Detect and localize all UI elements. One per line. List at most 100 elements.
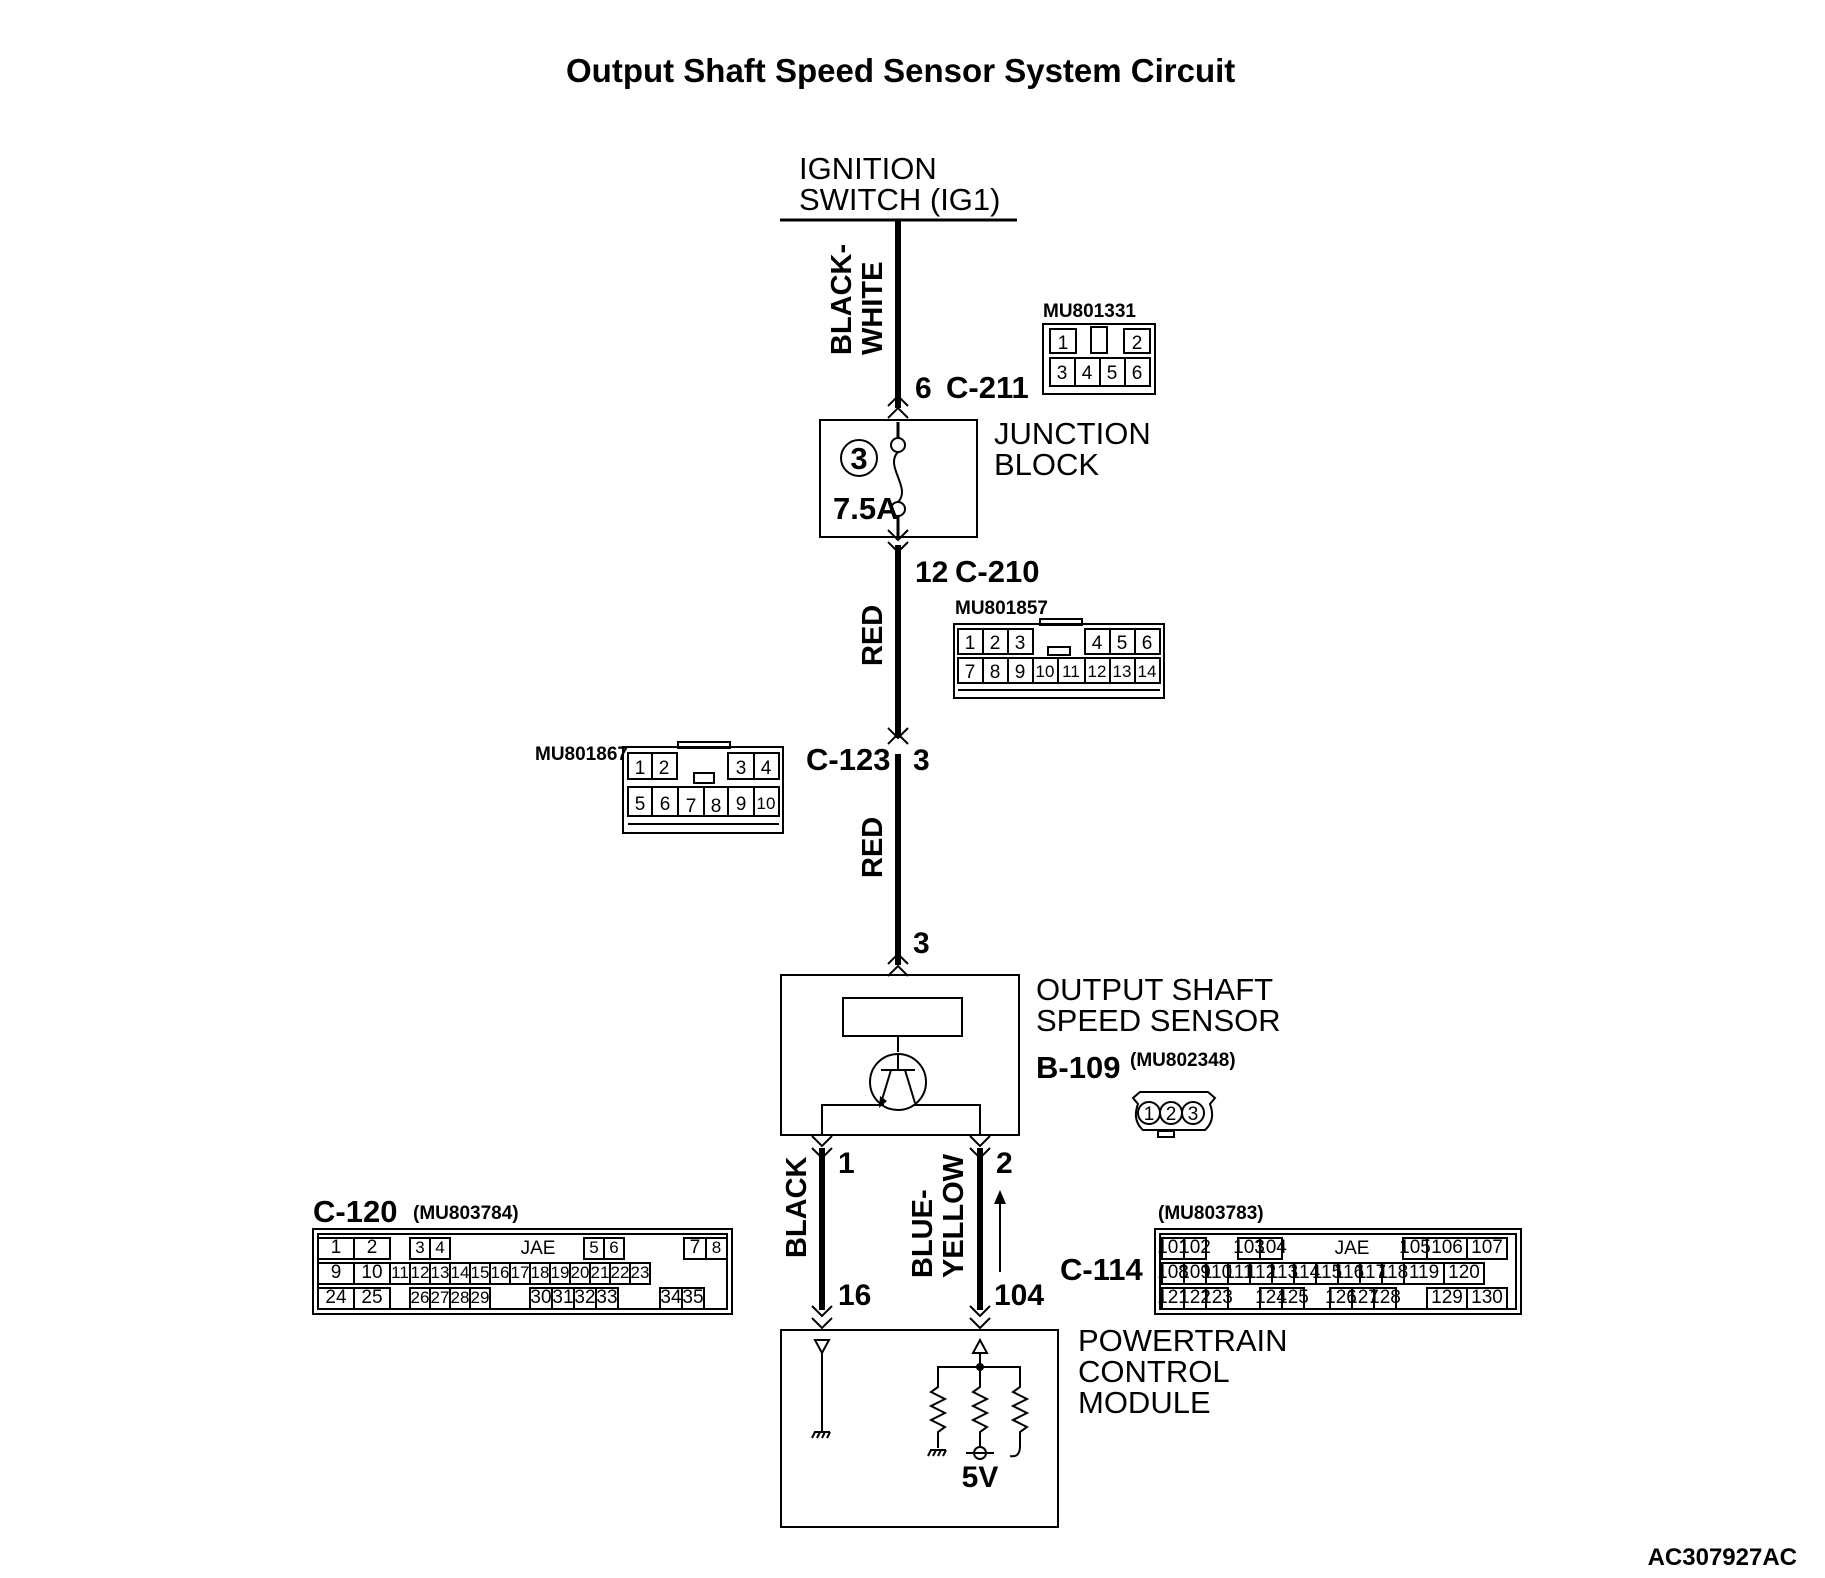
- pin-pcm-signal: 104: [994, 1279, 1044, 1312]
- c120-pin-label: 15: [471, 1263, 490, 1282]
- c120-pin-label: 35: [682, 1287, 703, 1308]
- c210-pin-5: 5: [1117, 633, 1128, 654]
- c210-pin-4: 4: [1092, 633, 1103, 654]
- b109-pin-1: 1: [1144, 1104, 1155, 1125]
- c114-pin-label: 103: [1233, 1237, 1265, 1258]
- pin-c123: 3: [913, 744, 930, 777]
- c123-pin-8: 8: [711, 796, 722, 817]
- c210-pin-1: 1: [965, 633, 976, 654]
- ignition-label-line2: SWITCH (IG1): [799, 182, 1001, 217]
- wire-label-red-upper: RED: [857, 605, 889, 666]
- c120-pin-label: 9: [331, 1262, 342, 1283]
- c114-pin-label: 119: [1409, 1262, 1439, 1283]
- c123-pin-1: 1: [635, 758, 646, 779]
- pin-c211: 6: [915, 372, 932, 405]
- resistor-middle-icon: [970, 1377, 990, 1448]
- c210-pin-14: 14: [1138, 662, 1157, 681]
- fuse-icon: [892, 451, 904, 503]
- c210-pin-7: 7: [965, 662, 976, 683]
- c210-pin-10: 10: [1036, 662, 1055, 681]
- c120-cell: [603, 1237, 625, 1260]
- c120-pin-label: 22: [611, 1263, 630, 1282]
- c120-cell: [353, 1287, 391, 1310]
- c114-pin-label: 102: [1179, 1237, 1211, 1258]
- c114-pin-label: 106: [1431, 1237, 1463, 1258]
- c114-pin-label: 110: [1202, 1262, 1232, 1283]
- c114-cell: [1466, 1287, 1508, 1310]
- c120-cell: [681, 1287, 705, 1310]
- c114-pin-label: 125: [1277, 1287, 1309, 1308]
- pcm-voltage: 5V: [962, 1461, 999, 1494]
- c114-pin-label: 104: [1255, 1237, 1287, 1258]
- junction-block-label-line2: BLOCK: [994, 447, 1099, 482]
- c120-pin-label: 25: [361, 1287, 382, 1308]
- connector-id-c211: C-211: [946, 370, 1029, 405]
- diagram-title: Output Shaft Speed Sensor System Circuit: [566, 52, 1235, 89]
- c120-pin-label: 19: [551, 1263, 570, 1282]
- voltage-source-icon: [966, 1446, 994, 1460]
- c210-pin-3: 3: [1015, 633, 1026, 654]
- c114-cell: [1373, 1287, 1397, 1310]
- c120-pin-label: 33: [596, 1287, 617, 1308]
- c120-pin-label: 23: [631, 1263, 650, 1282]
- c123-pin-2: 2: [659, 758, 670, 779]
- signal-direction-arrow-icon: [994, 1190, 1006, 1272]
- c120-pin-label: 18: [531, 1263, 550, 1282]
- c210-pin-9: 9: [1015, 662, 1026, 683]
- c120-pin-label: 32: [574, 1287, 595, 1308]
- c114-pin-label: 120: [1448, 1262, 1480, 1283]
- c123-pin-6: 6: [660, 794, 671, 815]
- c114-cell: [1443, 1262, 1485, 1285]
- c114-pin-label: 121: [1157, 1287, 1189, 1308]
- c114-pin-label: 112: [1246, 1262, 1276, 1283]
- sensor-label-line2: SPEED SENSOR: [1036, 1003, 1281, 1038]
- c120-pin-label: 1: [331, 1237, 342, 1258]
- c120-cell: [469, 1287, 491, 1310]
- c120-pin-label: 24: [325, 1287, 347, 1308]
- c120-pin-label: 28: [451, 1288, 470, 1307]
- figure-code: AC307927AC: [1648, 1544, 1797, 1571]
- part-number-c120: (MU803784): [413, 1203, 519, 1224]
- c120-pin-label: 27: [431, 1288, 450, 1307]
- c120-pin-label: 26: [411, 1288, 430, 1307]
- c114-pin-label: 123: [1201, 1287, 1233, 1308]
- connector-id-c120: C-120: [313, 1194, 397, 1229]
- pcm-label-line1: POWERTRAIN: [1078, 1323, 1288, 1358]
- c123-pin-10: 10: [757, 794, 776, 813]
- connector-face-c210: 1 2 3 4 5 6 7 8 9 10 11 12 13 14: [953, 618, 1165, 699]
- c120-pin-label: 34: [660, 1287, 682, 1308]
- c114-pin-label: 129: [1431, 1287, 1463, 1308]
- c114-pin-label: 124: [1255, 1287, 1287, 1308]
- c114-cell: [1259, 1237, 1283, 1260]
- c120-pin-label: 3: [415, 1238, 424, 1257]
- connector-id-c210: C-210: [955, 554, 1039, 589]
- wire-label-red-lower: RED: [857, 817, 889, 878]
- c120-pin-label: 7: [690, 1237, 701, 1258]
- c120-pin-label: 30: [530, 1287, 551, 1308]
- pin-sensor-supply: 3: [913, 927, 930, 960]
- c210-pin-11: 11: [1062, 662, 1080, 681]
- junction-block: 3 7.5A: [819, 419, 978, 538]
- c120-pin-label: 8: [712, 1238, 721, 1257]
- part-number-c210: MU801857: [955, 598, 1048, 619]
- pin-sensor-ground: 1: [838, 1147, 855, 1180]
- ignition-label-line1: IGNITION: [799, 151, 937, 186]
- c123-pin-3: 3: [736, 758, 747, 779]
- c114-pin-label: 128: [1369, 1287, 1401, 1308]
- c120-cell: [705, 1237, 728, 1260]
- c120-pin-label: 6: [609, 1238, 618, 1257]
- c210-pin-6: 6: [1142, 633, 1153, 654]
- powertrain-control-module: 5V: [780, 1329, 1059, 1528]
- c210-pin-2: 2: [990, 633, 1001, 654]
- wire-label-blue-yellow-1: BLUE-: [907, 1189, 939, 1278]
- part-number-c211: MU801331: [1043, 301, 1136, 322]
- c114-cell: [1205, 1287, 1229, 1310]
- connector-face-c123: 1 2 3 4 5 6 7 8 9 10: [622, 741, 784, 834]
- c120-pin-label: 29: [471, 1288, 490, 1307]
- signal-wire: [969, 1135, 991, 1330]
- b109-pin-3: 3: [1188, 1104, 1199, 1125]
- resistor-left-icon: [928, 1377, 948, 1448]
- c114-pin-label: 116: [1334, 1262, 1364, 1283]
- fuse-rating: 7.5A: [833, 491, 898, 526]
